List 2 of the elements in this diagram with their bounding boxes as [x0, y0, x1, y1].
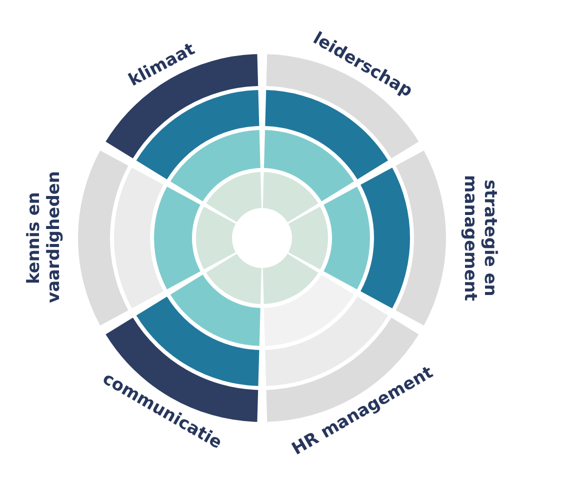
category-label: strategie en management — [460, 174, 500, 303]
category-label: kennis en vaardigheden — [24, 173, 64, 303]
